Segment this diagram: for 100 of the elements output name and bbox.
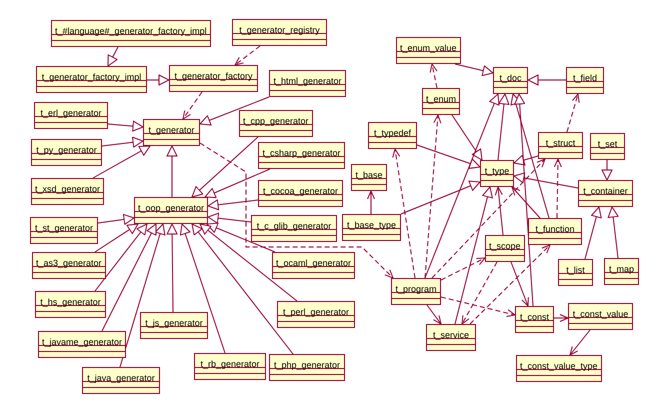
inheritance-arrow	[146, 74, 170, 86]
inheritance-arrow	[166, 146, 178, 198]
class-box	[272, 252, 356, 279]
class-name: t_scope	[489, 241, 521, 252]
class-name: t_javame_generator	[42, 337, 122, 348]
dependency-arrow	[392, 148, 416, 278]
class-box	[566, 67, 604, 94]
class-box	[232, 19, 327, 46]
class-box	[493, 67, 528, 94]
class-name: t_cpp_generator	[243, 116, 309, 127]
class-name: t_generator_factory_impl	[42, 72, 142, 83]
class-name: t_const	[520, 312, 550, 323]
class-name: t_oop_generator	[138, 203, 204, 214]
class-box	[538, 132, 583, 159]
class-box	[426, 324, 476, 351]
class-box	[277, 301, 355, 328]
inheritance-arrow	[192, 136, 258, 198]
class-box	[368, 122, 417, 149]
inheritance-arrow	[514, 172, 578, 188]
inheritance-arrow	[514, 154, 538, 166]
class-name: t_base	[355, 170, 383, 181]
class-name: t_function	[535, 224, 575, 235]
inheritance-arrow	[200, 224, 298, 302]
class-box	[140, 312, 208, 339]
class-box	[31, 139, 102, 166]
class-name: t_html_generator	[273, 76, 342, 87]
inheritance-arrow	[528, 74, 566, 86]
class-name: t_generator	[148, 125, 195, 136]
inheritance-arrow	[108, 120, 144, 132]
class-name: t_ocaml_generator	[276, 258, 352, 269]
class-box	[422, 88, 460, 115]
class-name: t_enum_value	[400, 43, 457, 54]
class-name: t_as3_generator	[36, 258, 102, 269]
inheritance-arrow	[92, 146, 150, 178]
class-box	[32, 252, 106, 279]
class-box	[169, 65, 258, 92]
inheritance-arrow	[98, 214, 134, 225]
association-arrow	[570, 330, 590, 356]
class-box	[31, 178, 104, 205]
inheritance-arrow	[424, 94, 500, 278]
inheritance-arrow	[400, 180, 480, 214]
class-box	[30, 217, 98, 244]
class-box	[51, 20, 211, 47]
class-box	[342, 214, 401, 241]
class-name: t_struct	[546, 138, 576, 149]
inheritance-arrow	[94, 224, 138, 252]
class-name: t_const_value	[572, 309, 628, 320]
inheritance-arrow	[180, 224, 226, 354]
class-name: t_java_generator	[87, 373, 155, 384]
dependency-arrow	[182, 92, 202, 120]
association-arrow	[512, 186, 540, 218]
inheritance-arrow	[192, 224, 294, 354]
class-name: t_list	[566, 265, 585, 276]
class-name: t_generator_factory	[174, 71, 253, 82]
dependency-arrow	[566, 94, 580, 132]
class-name: t_typedef	[374, 128, 412, 139]
inheritance-arrow	[120, 224, 166, 368]
class-box	[38, 331, 126, 358]
dependency-arrow	[554, 158, 562, 218]
inheritance-arrow	[206, 222, 276, 252]
class-name: t_st_generator	[34, 223, 94, 234]
class-box	[269, 70, 346, 97]
class-box	[258, 142, 345, 169]
association-arrow	[494, 186, 504, 236]
class-name: t_field	[572, 73, 598, 84]
class-name: t_hs_generator	[40, 297, 101, 308]
class-box	[34, 102, 108, 129]
inheritance-arrow	[102, 136, 144, 148]
dependency-arrow	[430, 64, 438, 88]
class-box	[258, 180, 343, 207]
class-box	[578, 180, 633, 207]
class-name: t_container	[583, 186, 628, 197]
class-name: t_set	[598, 139, 618, 150]
inheritance-arrow	[94, 224, 148, 292]
class-box	[528, 218, 582, 245]
inheritance-arrow	[416, 144, 480, 169]
class-box	[391, 278, 441, 305]
dependency-arrow	[432, 158, 546, 278]
class-name: t_perl_generator	[282, 307, 350, 318]
class-name: t_map	[608, 264, 634, 275]
inheritance-arrow	[166, 224, 178, 312]
association-arrow	[554, 314, 568, 322]
class-box	[590, 133, 625, 160]
class-box	[251, 215, 337, 242]
class-name: t_enum	[426, 94, 456, 105]
inheritance-arrow	[454, 64, 494, 76]
class-name: t_rb_generator	[200, 359, 260, 370]
class-box	[396, 37, 461, 64]
class-box	[269, 354, 345, 381]
class-box	[480, 160, 514, 187]
class-name: t_js_generator	[145, 318, 203, 329]
class-name: t_generator_registry	[239, 25, 320, 36]
class-box	[558, 259, 593, 286]
inheritance-arrow	[204, 168, 270, 198]
class-name: t_base_type	[346, 220, 396, 231]
class-name: t_php_generator	[274, 360, 340, 371]
dependency-arrow	[424, 114, 442, 278]
class-box	[516, 355, 602, 382]
dependency-arrow	[200, 142, 394, 278]
class-box	[568, 303, 633, 330]
